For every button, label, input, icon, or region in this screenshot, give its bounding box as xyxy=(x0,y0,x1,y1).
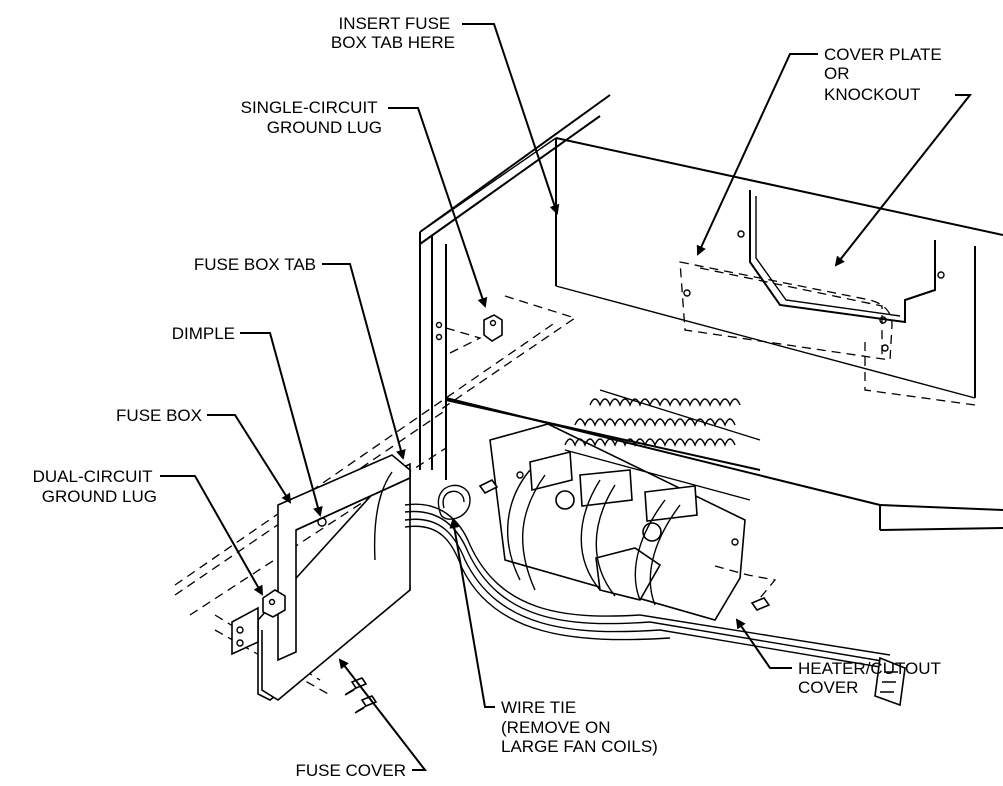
leader-fuse-cover xyxy=(338,658,428,771)
leader-lines xyxy=(160,23,973,771)
leader-fuse-box-tab xyxy=(322,263,406,460)
label-dimple: DIMPLE xyxy=(172,324,235,343)
leader-fuse-box xyxy=(207,414,292,504)
heater-coils xyxy=(564,389,761,501)
leader-dimple xyxy=(240,332,323,517)
equipment-drawing xyxy=(174,94,1003,714)
label-wire-tie: WIRE TIE (REMOVE ON LARGE FAN COILS) xyxy=(501,698,658,756)
leader-cover-plate xyxy=(696,53,818,256)
leader-insert-fuse-box-tab xyxy=(462,23,560,215)
label-insert-fuse-box-tab: INSERT FUSE BOX TAB HERE xyxy=(331,14,455,52)
label-fuse-box: FUSE BOX xyxy=(116,406,202,425)
label-fuse-box-tab: FUSE BOX TAB xyxy=(194,255,316,274)
label-cover-plate-or-knockout: COVER PLATE OR KNOCKOUT xyxy=(824,45,947,104)
leader-wire-tie xyxy=(449,518,495,708)
label-fuse-cover: FUSE COVER xyxy=(295,761,406,780)
callout-labels: INSERT FUSE BOX TAB HERE COVER PLATE OR … xyxy=(33,14,947,780)
label-heater-cutout-cover: HEATER/CUTOUT COVER xyxy=(798,659,945,697)
leader-single-circuit-lug xyxy=(388,107,488,308)
leader-dual-circuit-lug xyxy=(160,475,263,596)
label-dual-circuit-ground-lug: DUAL-CIRCUIT GROUND LUG xyxy=(33,467,157,506)
leader-heater-cutout-cover xyxy=(735,618,792,669)
label-single-circuit-ground-lug: SINGLE-CIRCUIT GROUND LUG xyxy=(241,98,382,137)
leader-knockout xyxy=(834,94,973,267)
